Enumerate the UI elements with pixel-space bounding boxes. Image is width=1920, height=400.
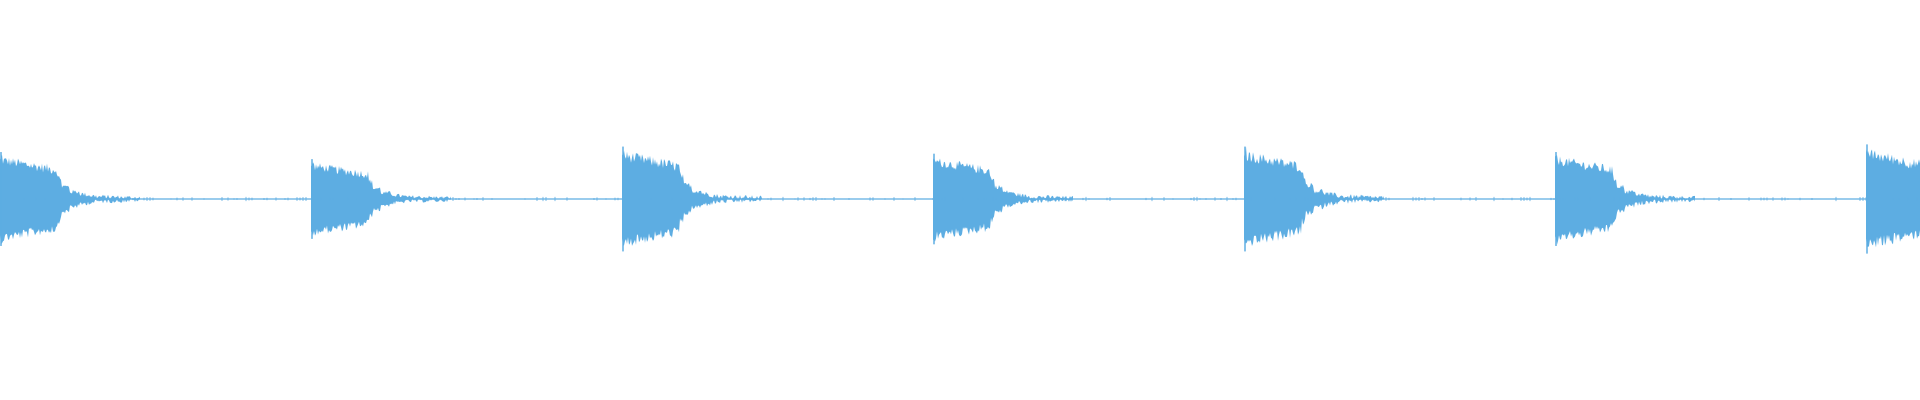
waveform-burst [0,154,140,245]
waveform-burst [933,156,1073,242]
waveform-burst [1244,146,1384,246]
waveform-burst [622,150,762,246]
waveform-bursts [0,144,1920,254]
waveform-burst [1555,155,1695,245]
waveform-burst [311,162,451,236]
